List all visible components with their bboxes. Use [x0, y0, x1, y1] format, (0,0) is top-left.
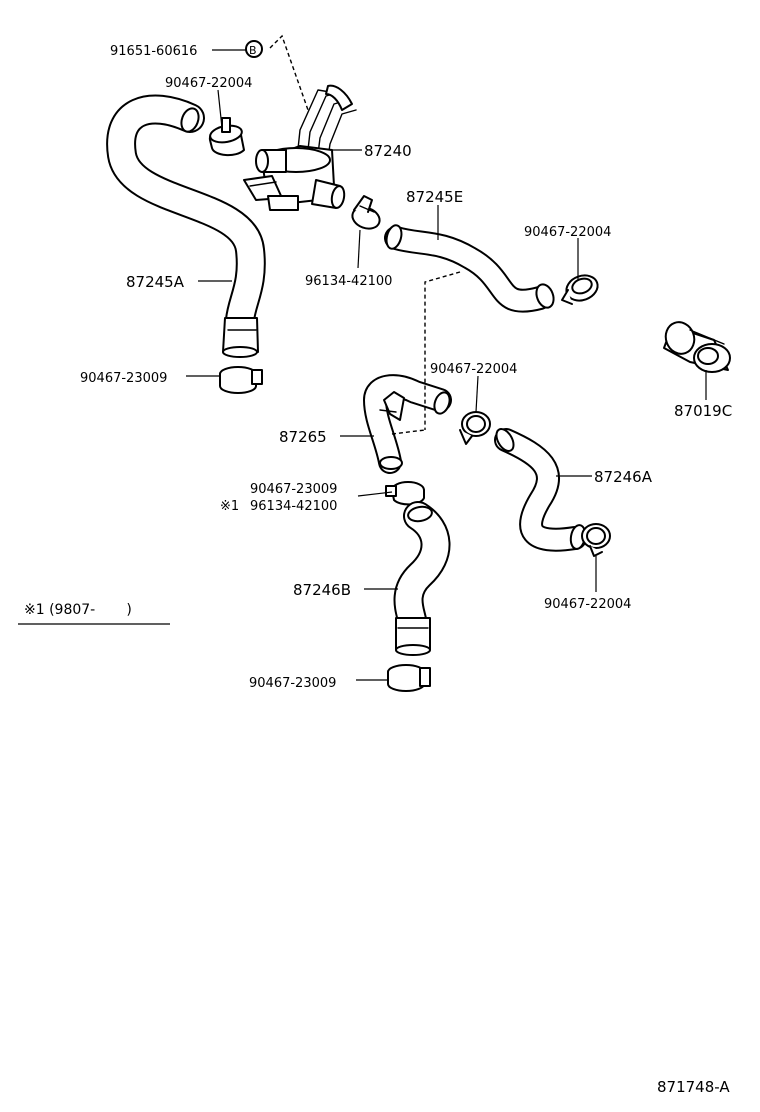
label-90467-23009-b: 90467-23009: [250, 482, 337, 497]
clamp-90467-22004-right-lower: [581, 523, 611, 557]
hose-87245e: [384, 224, 555, 313]
clamp-96134-42100-a: [351, 195, 381, 230]
water-valve-87240: [243, 84, 357, 211]
dashed-reference-lines: [269, 34, 461, 435]
label-96134-42100-a: 96134-42100: [305, 274, 392, 289]
hose-87245a: [106, 94, 266, 358]
label-87246b: 87246B: [293, 581, 351, 599]
label-87265: 87265: [279, 428, 327, 446]
hose-87246a: [494, 428, 587, 552]
clamp-90467-23009-c: [387, 664, 431, 692]
label-note-mark-1: ※1: [220, 499, 239, 514]
footnote-text: ※1 (9807- ): [24, 602, 132, 618]
grommet-87019c: [663, 321, 731, 373]
label-87245a: 87245A: [126, 273, 185, 291]
drawing-number: 871748-A: [657, 1078, 730, 1096]
clamp-90467-22004-right-upper: [561, 274, 599, 305]
label-90467-23009-c: 90467-23009: [249, 676, 336, 691]
clamp-90467-23009-a: [219, 366, 263, 394]
clamp-90467-23009-b: [385, 481, 425, 506]
clamp-90467-22004-top: [208, 117, 245, 156]
label-90467-22004-right-lower: 90467-22004: [544, 597, 631, 612]
label-90467-23009-a: 90467-23009: [80, 371, 167, 386]
label-91651-60616: 91651-60616: [110, 44, 197, 59]
label-87245e: 87245E: [406, 188, 463, 206]
clamp-90467-22004-mid: [459, 411, 491, 445]
label-87246a: 87246A: [594, 468, 653, 486]
part-labels: 91651-60616 B 90467-22004 87240 87245E 9…: [24, 40, 732, 1096]
label-90467-22004-mid: 90467-22004: [430, 362, 517, 377]
label-96134-42100-b: 96134-42100: [250, 499, 337, 514]
label-90467-22004-top: 90467-22004: [165, 76, 252, 91]
label-87240: 87240: [364, 142, 412, 160]
hose-87246b: [393, 501, 451, 656]
leader-lines: [18, 49, 707, 681]
bolt-marker-circle: [245, 40, 263, 58]
pipe-87265: [363, 374, 452, 474]
label-bolt-marker: B: [249, 44, 257, 57]
label-90467-22004-right-upper: 90467-22004: [524, 225, 611, 240]
label-87019c: 87019C: [674, 402, 732, 420]
